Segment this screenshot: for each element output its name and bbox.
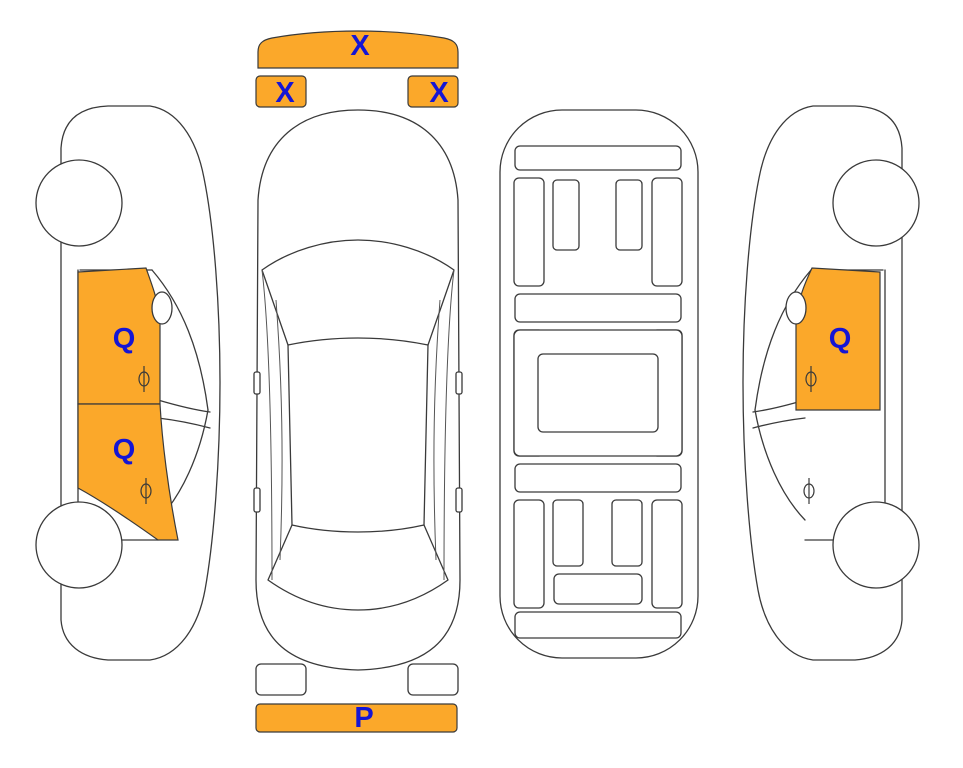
front-bumper-panel xyxy=(257,30,459,69)
right-taillight xyxy=(407,663,459,696)
right-side-front-wheel xyxy=(832,159,920,247)
left-side-mirror xyxy=(151,291,173,325)
underbody-view xyxy=(499,109,699,659)
underbody-upper-cross-bar xyxy=(514,293,682,323)
top-view-right-side-line xyxy=(433,299,441,561)
front-bumper-label: X xyxy=(350,30,370,62)
top-view-left-rear-handle xyxy=(253,487,261,513)
left-front-door-label: Q xyxy=(113,323,136,355)
rear-bumper-label: P xyxy=(354,702,373,734)
underbody-center-panel xyxy=(537,353,659,433)
top-view-right-rear-handle xyxy=(455,487,463,513)
left-side-front-wheel xyxy=(35,159,123,247)
underbody-rear-left-block xyxy=(552,499,584,567)
left-headlight-panel xyxy=(255,75,307,108)
right-side-mirror xyxy=(785,291,807,325)
left-rear-door-label: Q xyxy=(113,434,136,466)
left-side-view: Q Q xyxy=(35,105,221,661)
top-view-roof xyxy=(287,344,429,533)
underbody-front-left-block xyxy=(552,179,580,251)
right-side-view: Q xyxy=(742,105,920,661)
right-side-rear-wheel xyxy=(832,501,920,589)
top-view-body xyxy=(255,109,461,671)
left-taillight xyxy=(255,663,307,696)
right-rear-door-handle xyxy=(803,478,815,504)
rear-bumper-panel xyxy=(255,703,458,733)
right-headlight-panel xyxy=(407,75,459,108)
right-headlight-label: X xyxy=(429,77,449,109)
left-front-door-handle xyxy=(138,366,150,392)
underbody-front-right-rail xyxy=(651,177,683,287)
underbody-rear-right-block xyxy=(611,499,643,567)
top-view-left-mirror xyxy=(253,371,261,395)
top-view-right-a-pillar xyxy=(443,269,455,581)
underbody-rear-center-bar xyxy=(553,573,643,605)
left-rear-door-panel xyxy=(77,403,179,541)
top-view-rear-window xyxy=(267,524,449,611)
left-side-rear-wheel xyxy=(35,501,123,589)
underbody-lower-cross-bar xyxy=(514,463,682,493)
left-rear-door-handle xyxy=(140,478,152,504)
top-view-left-side-line xyxy=(275,299,283,561)
right-front-door-label: Q xyxy=(829,323,852,355)
underbody-front-bar xyxy=(514,145,682,171)
right-side-windshield-line xyxy=(754,269,812,411)
top-view-right-mirror xyxy=(455,371,463,395)
right-front-door-handle xyxy=(805,366,817,392)
left-headlight-label: X xyxy=(275,77,295,109)
underbody-rear-left-rail xyxy=(513,499,545,609)
left-side-window-divider xyxy=(157,399,211,429)
top-view-windshield xyxy=(261,239,455,346)
left-side-windshield-line xyxy=(151,269,209,411)
underbody-front-left-rail xyxy=(513,177,545,287)
underbody-rear-bar xyxy=(514,611,682,639)
right-side-rear-window-line xyxy=(754,409,806,521)
underbody-front-right-block xyxy=(615,179,643,251)
top-view-left-a-pillar xyxy=(261,269,273,581)
top-view: X X X P xyxy=(253,30,463,734)
underbody-rear-right-rail xyxy=(651,499,683,609)
